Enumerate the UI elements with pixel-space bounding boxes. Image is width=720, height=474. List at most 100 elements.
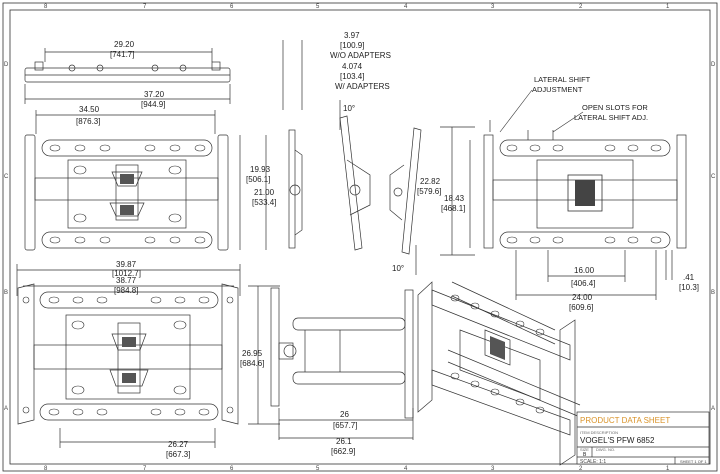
- dim-text-mm: [662.9]: [331, 447, 355, 456]
- desc-label: ITEM DESCRIPTION: [580, 430, 618, 435]
- dim-text: 24.00: [572, 293, 593, 302]
- extended-view: [270, 287, 414, 440]
- col-label: 6: [230, 4, 234, 10]
- lower-front-slots: [22, 296, 234, 416]
- dim-text: 39.87: [116, 260, 137, 269]
- dim-text-mm: [609.6]: [569, 303, 593, 312]
- front-view: [24, 110, 267, 251]
- top-view: [24, 48, 231, 104]
- col-label: 2: [579, 4, 583, 10]
- dim-text-mm: [103.4]: [340, 72, 364, 81]
- dim-text: 22.82: [420, 177, 441, 186]
- front-view-dims: 34.50 [876.3] 19.93 [506.1] 21.00 [533.4…: [76, 105, 276, 207]
- col-label: 3: [491, 466, 495, 472]
- col-label: 4: [404, 466, 408, 472]
- row-label: C: [711, 174, 716, 180]
- dim-note: W/O ADAPTERS: [330, 51, 391, 60]
- model-name: VOGEL'S PFW 6852: [580, 436, 655, 445]
- rear-view-notes: LATERAL SHIFT ADJUSTMENT OPEN SLOTS FOR …: [532, 75, 648, 122]
- angle-text: 10°: [343, 104, 355, 113]
- col-label: 8: [44, 466, 48, 472]
- lower-front-dims: 39.87 [1012.7] 38.77 [984.8] 26.95 [684.…: [112, 260, 264, 459]
- dim-text-mm: [506.1]: [246, 175, 270, 184]
- front-view-bracket-fill: [120, 174, 134, 215]
- row-label: B: [711, 290, 715, 296]
- rear-view-dims: 22.82 [579.6] 18.43 [468.1] 16.00 [406.4…: [417, 177, 699, 312]
- dim-text-mm: [100.9]: [340, 41, 364, 50]
- dim-text-mm: [533.4]: [252, 198, 276, 207]
- dim-text-mm: [984.8]: [114, 286, 138, 295]
- dim-note: W/ ADAPTERS: [335, 82, 390, 91]
- dim-text: 29.20: [114, 40, 135, 49]
- dim-text-mm: [406.4]: [571, 279, 595, 288]
- dim-text-mm: [468.1]: [441, 204, 465, 213]
- row-label: B: [4, 290, 8, 296]
- top-view-dims: 29.20 [741.7] 37.20 [944.9]: [110, 40, 165, 109]
- angle-text: 10°: [392, 264, 404, 273]
- rear-view-slots: [506, 144, 662, 244]
- callout-text: LATERAL SHIFT ADJ.: [574, 113, 648, 122]
- dim-text: 26: [340, 410, 349, 419]
- col-label: 1: [666, 4, 670, 10]
- dim-text: .41: [683, 273, 695, 282]
- title-heading: PRODUCT DATA SHEET: [580, 416, 670, 425]
- dim-text-mm: [667.3]: [166, 450, 190, 459]
- dim-text: 18.43: [444, 194, 465, 203]
- dim-text: 19.93: [250, 165, 271, 174]
- lower-front-bracket-fill: [122, 337, 136, 383]
- sheet-text: SHEET 1 OF 1: [680, 459, 707, 464]
- dim-text-mm: [579.6]: [417, 187, 441, 196]
- size-value: B: [583, 452, 587, 458]
- dim-text-mm: [1012.7]: [112, 269, 141, 278]
- col-label: 2: [579, 466, 583, 472]
- col-label: 4: [404, 4, 408, 10]
- col-label: 7: [143, 4, 147, 10]
- col-label: 6: [230, 466, 234, 472]
- rear-leaders: [499, 89, 584, 133]
- col-label: 8: [44, 4, 48, 10]
- front-view-slots: [49, 144, 206, 244]
- dim-text: 21.00: [254, 188, 275, 197]
- dim-text-mm: [10.3]: [679, 283, 699, 292]
- dim-text: 26.95: [242, 349, 263, 358]
- scale-text: SCALE: 1:1: [580, 459, 606, 465]
- dim-text-mm: [741.7]: [110, 50, 134, 59]
- inner-border: [9, 9, 711, 465]
- callout-text: ADJUSTMENT: [532, 85, 583, 94]
- col-label: 5: [316, 466, 320, 472]
- row-label: D: [4, 62, 9, 68]
- side-view-dims: 3.97 [100.9] W/O ADAPTERS 4.074 [103.4] …: [330, 31, 404, 273]
- isometric-view: [417, 281, 581, 466]
- isometric-slots: [450, 294, 545, 414]
- row-label: D: [711, 62, 716, 68]
- dim-text-mm: [876.3]: [76, 117, 100, 126]
- side-views: [282, 40, 422, 275]
- dim-text: 38.77: [116, 276, 137, 285]
- isometric-bracket-fill: [490, 336, 505, 360]
- col-label: 5: [316, 4, 320, 10]
- dim-text-mm: [944.9]: [141, 100, 165, 109]
- dim-text: 26.27: [168, 440, 189, 449]
- dwg-label: DWG. NO.: [596, 447, 615, 452]
- dim-text: 26.1: [336, 437, 352, 446]
- rear-view-bracket: [567, 174, 603, 212]
- dim-text: 3.97: [344, 31, 360, 40]
- dim-text: 34.50: [79, 105, 100, 114]
- callout-text: OPEN SLOTS FOR: [582, 103, 648, 112]
- col-label: 1: [666, 466, 670, 472]
- row-label: A: [4, 406, 8, 412]
- extended-view-dims: 26 [657.7] 26.1 [662.9]: [331, 410, 357, 456]
- lower-front-view: [16, 264, 280, 448]
- dim-text: 4.074: [342, 62, 363, 71]
- dim-text-mm: [684.6]: [240, 359, 264, 368]
- dim-text: 16.00: [574, 266, 595, 275]
- callout-text: LATERAL SHIFT: [534, 75, 591, 84]
- title-block: [576, 411, 710, 465]
- col-label: 7: [143, 466, 147, 472]
- zone-labels: 8 7 6 5 4 3 2 1 8 7 6 5 4 3 2 1 D C B A …: [4, 4, 716, 472]
- col-label: 3: [491, 4, 495, 10]
- row-label: A: [711, 406, 715, 412]
- dim-text-mm: [657.7]: [333, 421, 357, 430]
